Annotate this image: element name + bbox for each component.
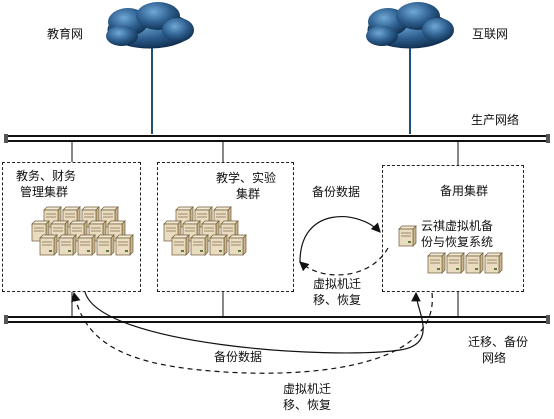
production-network-bus: [4, 134, 550, 165]
lower-migrate-label-line2: 移、恢复: [283, 398, 332, 412]
backup-system-label-line2: 份与恢复系统: [421, 235, 494, 249]
cluster-backup-title: 备用集群: [440, 184, 489, 198]
upper-migrate-label-line2: 移、恢复: [313, 293, 362, 307]
cluster-teaching-lab-label-line2: 集群: [236, 187, 261, 201]
lower-restore-arrow: [71, 291, 433, 374]
upper-migrate-label-line1: 虚拟机迁: [313, 277, 362, 291]
upper-backup-label: 备份数据: [312, 185, 361, 199]
migration-network-bus: [4, 292, 550, 324]
cloud-internet: [366, 2, 454, 134]
cluster-teaching-admin: [2, 162, 141, 292]
cluster-teaching-lab: [157, 162, 294, 292]
cluster-teaching-admin-label-line2: 管理集群: [20, 185, 69, 199]
production-network-label: 生产网络: [471, 113, 520, 127]
migration-network-label-line2: 网络: [482, 351, 507, 365]
cluster-backup: [382, 165, 524, 292]
lower-backup-label: 备份数据: [214, 350, 263, 364]
cloud-education: [106, 2, 194, 134]
backup-system-label-line1: 云祺虚拟机备: [421, 219, 494, 233]
lower-migrate-label-line1: 虚拟机迁: [283, 382, 332, 396]
upper-backup-arrow: [299, 216, 381, 263]
lower-backup-arrow: [84, 291, 424, 354]
cloud-education-label: 教育网: [47, 27, 84, 41]
cloud-internet-label: 互联网: [472, 27, 509, 41]
cluster-teaching-admin-label-line1: 教务、财务: [16, 169, 77, 183]
cluster-teaching-lab-label-line1: 教学、实验: [216, 171, 277, 185]
upper-restore-arrow: [299, 247, 389, 276]
migration-network-label-line1: 迁移、备份: [468, 335, 529, 349]
